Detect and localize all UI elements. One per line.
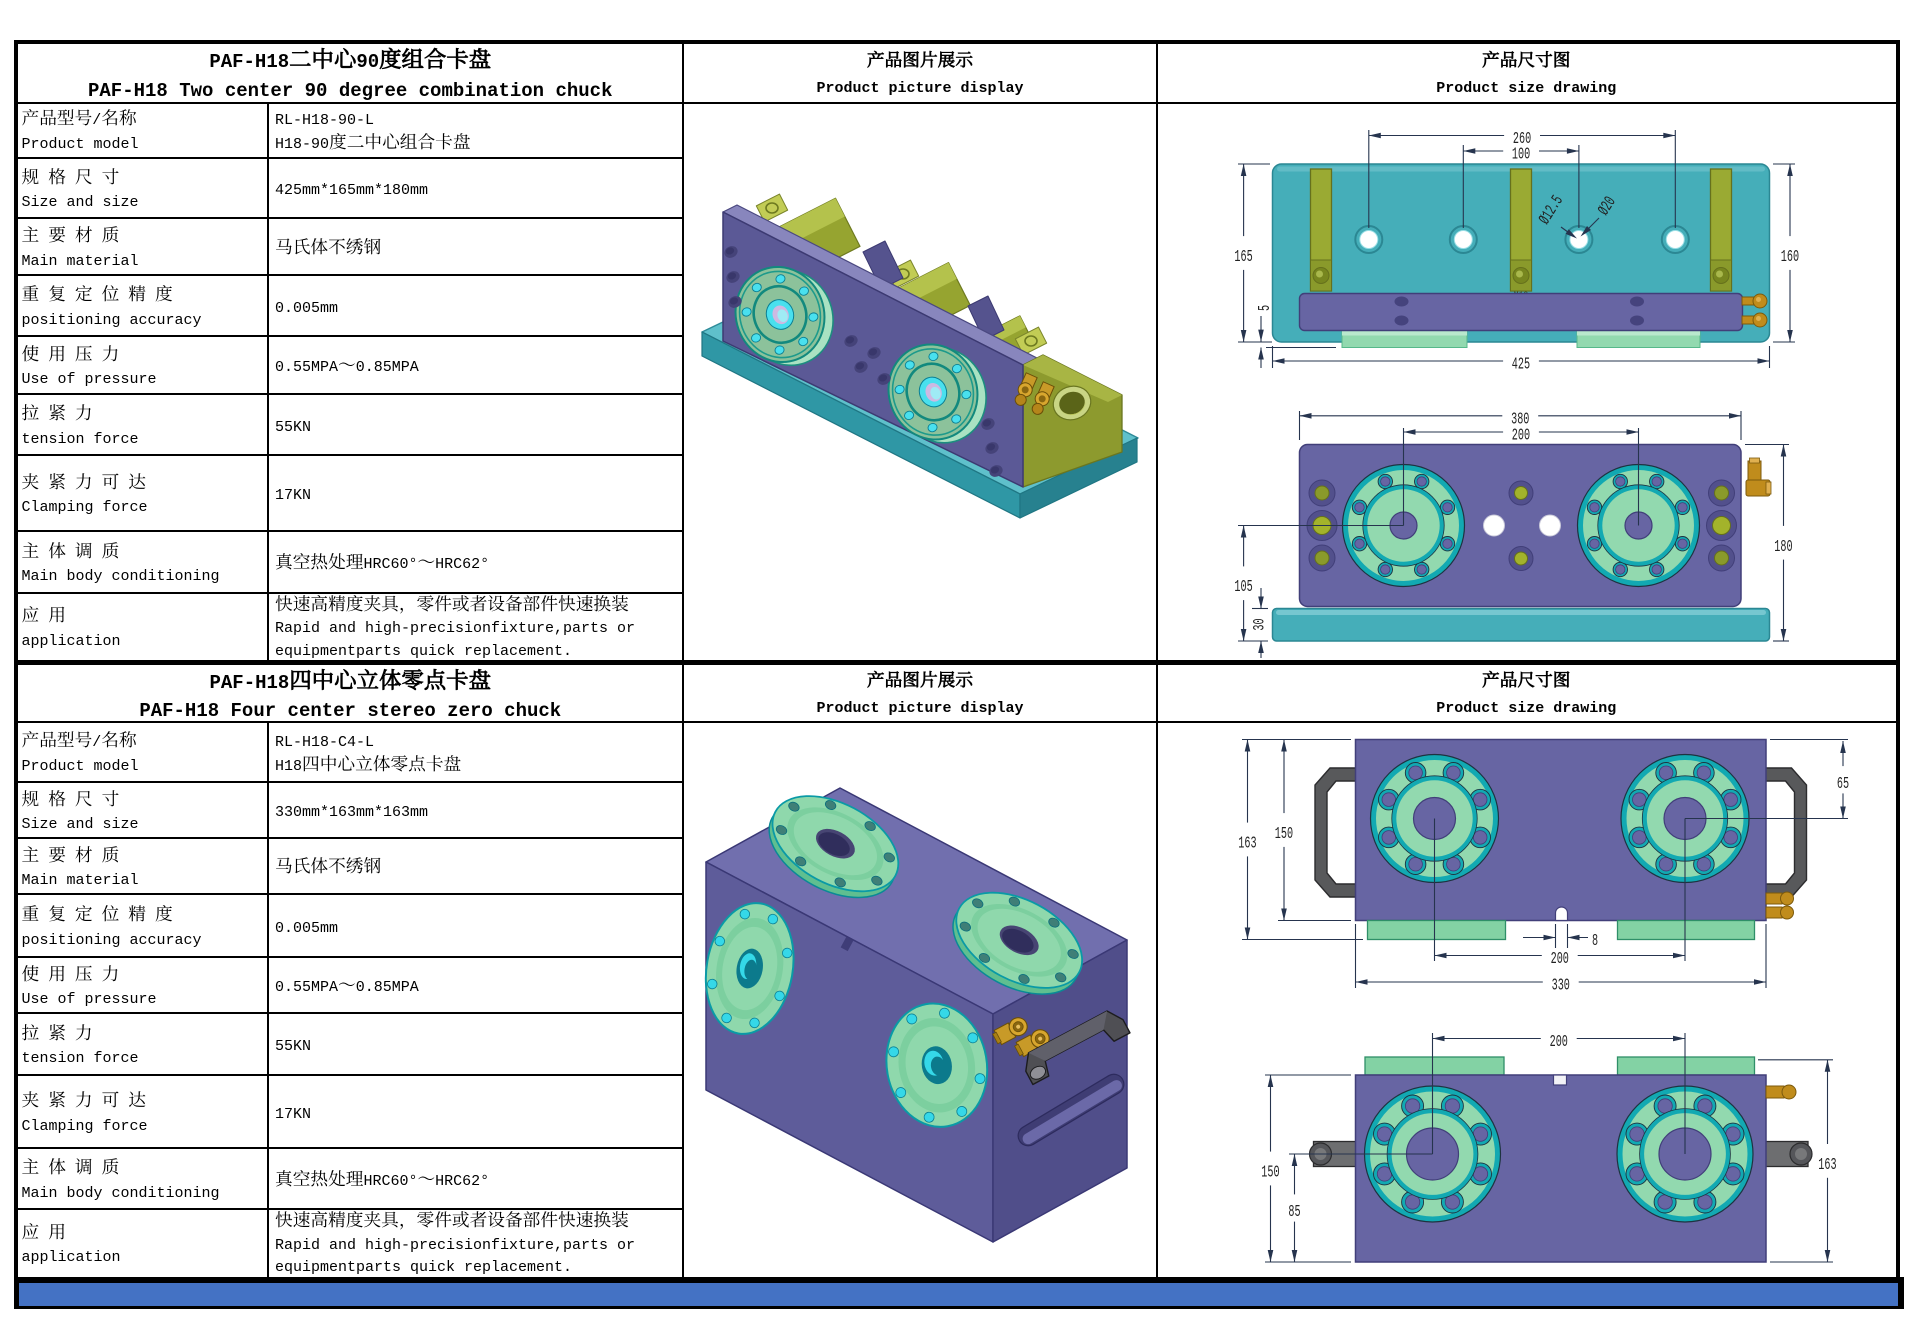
svg-text:65: 65 <box>1837 766 1849 794</box>
svg-text:160: 160 <box>1781 239 1799 267</box>
svg-text:330: 330 <box>1552 968 1570 996</box>
svg-text:260: 260 <box>1513 121 1531 149</box>
svg-text:200: 200 <box>1512 418 1530 446</box>
svg-text:150: 150 <box>1261 1155 1279 1183</box>
svg-text:5: 5 <box>1247 305 1275 311</box>
svg-text:150: 150 <box>1275 816 1293 844</box>
svg-text:30: 30 <box>1244 618 1270 630</box>
svg-text:163: 163 <box>1238 826 1256 854</box>
svg-text:85: 85 <box>1288 1194 1300 1222</box>
svg-text:105: 105 <box>1234 569 1252 597</box>
svg-text:100: 100 <box>1512 137 1530 165</box>
svg-text:425: 425 <box>1512 347 1530 375</box>
svg-text:8: 8 <box>1592 923 1598 951</box>
svg-text:200: 200 <box>1550 1024 1568 1052</box>
svg-text:163: 163 <box>1818 1147 1836 1175</box>
svg-text:165: 165 <box>1234 239 1252 267</box>
svg-text:200: 200 <box>1551 941 1569 969</box>
svg-text:180: 180 <box>1774 529 1792 557</box>
svg-text:380: 380 <box>1511 401 1529 429</box>
